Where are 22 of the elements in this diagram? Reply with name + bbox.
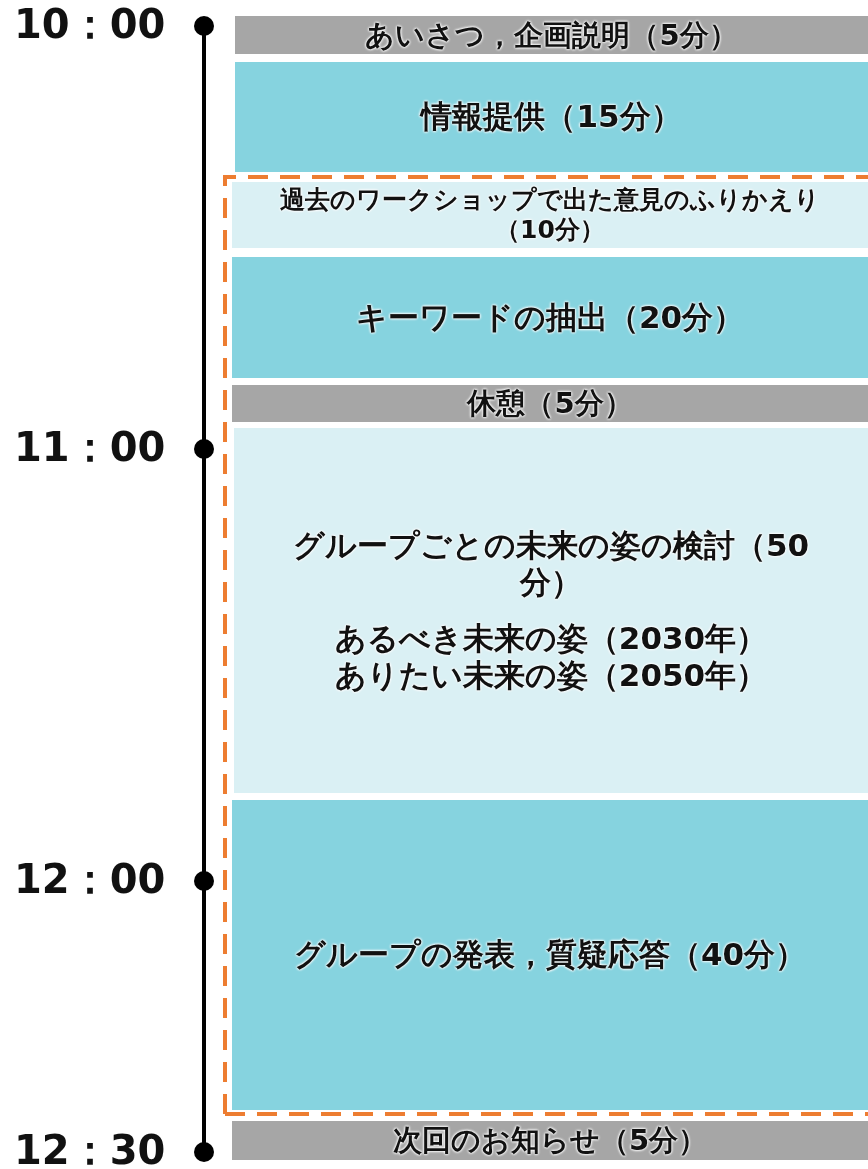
session-title: グループごとの未来の姿の検討（50分） (291, 527, 811, 602)
session-title: 情報提供（15分） (421, 98, 682, 136)
session-title: あいさつ，企画説明（5分） (365, 17, 738, 53)
session-title: 過去のワークショップで出た意見のふりかえり（10分） (279, 185, 821, 245)
session-note: あるべき未来の姿（2030年） (334, 619, 768, 657)
time-label: 11：00 (14, 427, 166, 467)
time-label: 12：00 (14, 859, 166, 899)
session-box (235, 62, 868, 172)
session-box (232, 800, 868, 1110)
time-label: 10：00 (14, 4, 166, 44)
time-label: 12：30 (14, 1130, 166, 1169)
session-bar (232, 1121, 868, 1160)
session-box (232, 182, 868, 248)
session-note: ありたい未来の姿（2050年） (334, 656, 768, 694)
session-title: 次回のお知らせ（5分） (392, 1123, 708, 1158)
session-title: 休憩（5分） (467, 386, 633, 421)
session-title: キーワードの抽出（20分） (355, 298, 745, 337)
session-box (232, 257, 868, 378)
session-box (234, 428, 868, 793)
session-bar (232, 385, 868, 422)
session-title: グループの発表，質疑応答（40分） (293, 936, 807, 974)
session-bar (235, 16, 868, 54)
